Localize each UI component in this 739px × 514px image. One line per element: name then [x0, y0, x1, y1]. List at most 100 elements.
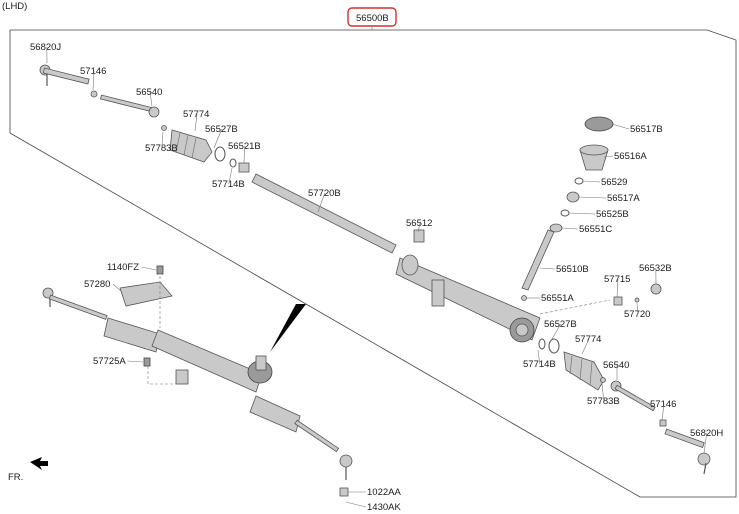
yoke-plug-56516a[interactable] [579, 144, 609, 171]
callout-leader [317, 192, 326, 213]
callout-label[interactable]: 56540 [603, 360, 629, 371]
assembly-part-number[interactable]: 56500B [356, 13, 389, 24]
dash-line [147, 366, 182, 385]
callout-label[interactable]: 57783B [145, 143, 178, 154]
nut-57146-left[interactable] [90, 90, 98, 98]
spring-56529[interactable] [574, 177, 584, 185]
callout-label[interactable]: 57714B [523, 359, 556, 370]
callout-label[interactable]: 56532B [639, 263, 672, 274]
callout-leader [194, 113, 198, 132]
clip-57783b-left[interactable] [161, 125, 167, 131]
callout-leader [636, 302, 639, 315]
callout-label[interactable]: 56512 [406, 218, 432, 229]
inner-tie-rod-left[interactable] [100, 94, 160, 118]
callout-label[interactable]: 57280 [84, 279, 110, 290]
clip-57783b-right[interactable] [600, 377, 606, 383]
callout-label[interactable]: 57720 [624, 309, 650, 320]
callout-leader [611, 123, 630, 130]
callout-leader [417, 222, 421, 233]
callout-leader [582, 180, 601, 183]
callout-label[interactable]: 56516A [614, 151, 647, 162]
clamp-57714b-left[interactable] [229, 158, 237, 168]
callout-leader [161, 131, 164, 149]
tie-rod-end-left[interactable] [39, 64, 90, 86]
front-label: FR. [8, 472, 23, 483]
tie-rod-end-right[interactable] [664, 428, 711, 475]
support-56525b[interactable] [560, 209, 570, 217]
clamp-56527b-right[interactable] [548, 338, 560, 354]
callout-leader [213, 128, 223, 149]
callout-label[interactable]: 56820J [30, 42, 61, 53]
callout-labels: 56820J57146565405777457783B56527B56521B5… [30, 42, 723, 513]
heat-protector-57280[interactable] [119, 281, 173, 307]
callout-leader [661, 403, 665, 421]
callout-leader [92, 70, 95, 91]
callout-leader [568, 212, 596, 215]
callout-label[interactable]: 56540 [136, 87, 162, 98]
bolt-1140fz[interactable] [156, 265, 164, 275]
seal-56551a[interactable] [521, 295, 527, 301]
callout-leader [577, 196, 607, 199]
callout-leader [581, 338, 590, 355]
bushing-57720[interactable] [634, 297, 640, 303]
bellows-boot-right[interactable] [563, 351, 605, 391]
seal-56551c[interactable] [549, 223, 563, 233]
inner-tie-rod-right[interactable] [610, 380, 656, 412]
callout-label[interactable]: 1022AA [367, 487, 401, 498]
gear-housing[interactable] [395, 254, 541, 343]
callout-leader [345, 501, 367, 508]
callout-label[interactable]: 56529 [601, 177, 627, 188]
callout-leader [141, 266, 157, 271]
bellows-boot-left[interactable] [169, 129, 213, 163]
callout-leader [243, 145, 246, 164]
nut-57146-right[interactable] [659, 419, 667, 427]
callout-label[interactable]: 57146 [80, 66, 106, 77]
callout-label[interactable]: 56525B [596, 209, 629, 220]
pinion-shaft[interactable] [521, 229, 555, 291]
callout-label[interactable]: 56551C [579, 224, 612, 235]
callout-leader [561, 227, 579, 230]
callout-leader [149, 91, 153, 107]
cap-56532b[interactable] [650, 283, 662, 295]
yoke-56517a[interactable] [566, 191, 580, 203]
clamp-56527b-left[interactable] [214, 146, 226, 162]
bolt-57715[interactable] [613, 296, 623, 306]
bolt-57725a[interactable] [143, 357, 151, 367]
callout-label[interactable]: 56517B [630, 124, 663, 135]
callout-leader [616, 278, 619, 298]
callout-leader [112, 283, 123, 293]
callout-leader [601, 383, 605, 402]
variant-label: (LHD) [2, 1, 27, 12]
callout-leader [228, 167, 233, 185]
callout-label[interactable]: 57146 [650, 399, 676, 410]
callout-leader [127, 360, 144, 363]
callout-label[interactable]: 57715 [604, 274, 630, 285]
dash-line [539, 299, 611, 315]
assembly-frame [9, 29, 737, 498]
clamp-57714b-right[interactable] [538, 338, 546, 350]
callout-leader [537, 349, 541, 365]
callout-label[interactable]: 57774 [575, 334, 601, 345]
callout-label[interactable]: 57783B [587, 396, 620, 407]
callout-label[interactable]: 57725A [93, 356, 126, 367]
callout-leader [539, 267, 556, 270]
callout-label[interactable]: 56510B [556, 264, 589, 275]
bushing-56521b[interactable] [238, 162, 250, 173]
callout-label[interactable]: 1430AK [367, 502, 401, 513]
callout-label[interactable]: 56551A [541, 293, 574, 304]
front-arrow-icon [30, 457, 48, 470]
callout-label[interactable]: 57714B [212, 179, 245, 190]
callout-label[interactable]: 56521B [228, 141, 261, 152]
callout-leaders [46, 46, 708, 508]
assembled-gear [42, 287, 353, 480]
cover-56517b[interactable] [584, 116, 614, 132]
callout-label[interactable]: 1140FZ [107, 262, 139, 273]
callout-label[interactable]: 56517A [607, 193, 640, 204]
rack-bar[interactable] [251, 173, 397, 254]
bracket-1022aa[interactable] [339, 487, 349, 497]
callout-label[interactable]: 57774 [183, 109, 209, 120]
callout-leader [703, 432, 708, 454]
plug-56512[interactable] [413, 229, 425, 243]
